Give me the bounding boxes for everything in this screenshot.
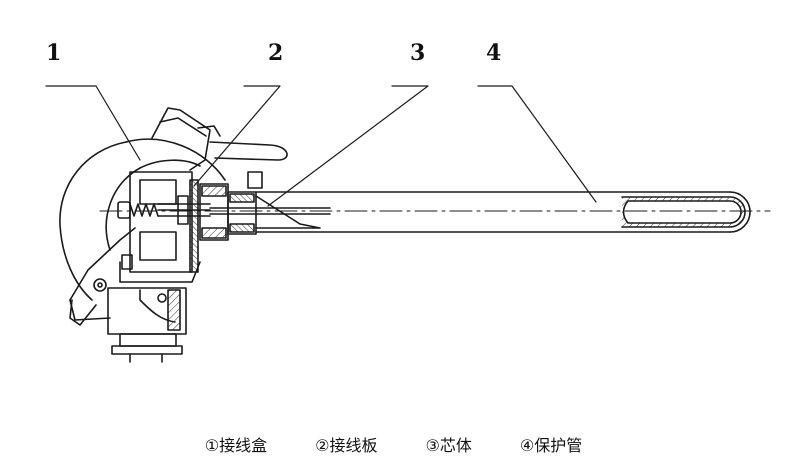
core-body	[199, 171, 331, 241]
callout-1: 1	[46, 40, 62, 66]
junction-box	[59, 138, 226, 363]
protective-tube	[255, 191, 751, 233]
terminal-block	[117, 107, 288, 283]
legend-item-core-body: ③芯体	[425, 436, 472, 455]
leader-lines	[45, 85, 597, 207]
parts-legend: ①接线盒 ②接线板 ③芯体 ④保护管	[0, 432, 787, 456]
callout-4: 4	[486, 40, 502, 66]
callout-2: 2	[268, 40, 284, 66]
legend-item-junction-box: ①接线盒	[204, 436, 268, 455]
legend-item-terminal-block: ②接线板	[315, 436, 378, 455]
legend-item-protective-tube: ④保护管	[519, 436, 583, 455]
callout-3: 3	[410, 40, 426, 66]
terminal-screw	[117, 195, 211, 225]
